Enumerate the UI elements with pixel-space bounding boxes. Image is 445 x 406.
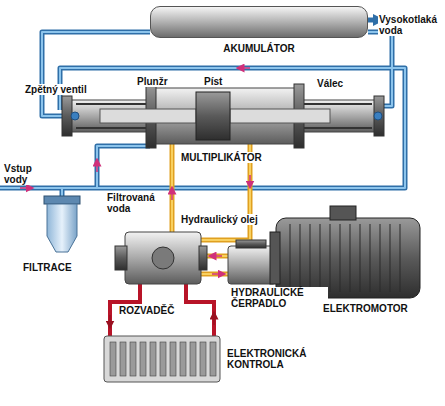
control-wire-part — [109, 315, 111, 325]
hydraulic-pump — [228, 240, 276, 284]
electric-motor-part — [360, 224, 361, 292]
multiplier-part — [304, 127, 372, 129]
part-label: ELEKTROMOTOR — [322, 303, 409, 314]
oil-pipe-part — [249, 175, 251, 185]
tank-body — [150, 6, 368, 38]
part-label: Plunžr — [136, 76, 169, 87]
multiplier-part — [374, 112, 382, 120]
electronic-control-part — [160, 342, 166, 376]
electronic-control — [104, 336, 220, 382]
multiplier-part — [71, 112, 79, 120]
water-pipe-part — [97, 146, 150, 188]
oil-pipe-part — [171, 190, 173, 200]
multiplier-part — [196, 92, 230, 140]
water-pipe-part — [20, 187, 30, 189]
part-label: Hydraulický olej — [180, 214, 259, 225]
multiplier-part — [76, 127, 146, 129]
water-pipe-part — [0, 68, 405, 188]
directional-valve-part — [125, 232, 201, 284]
oil-pipe-part — [170, 144, 175, 232]
part-label: Zpětný ventil — [24, 84, 88, 95]
electric-motor-part — [370, 224, 371, 292]
water-pipe-part — [96, 162, 98, 172]
electric-motor-part — [320, 224, 321, 292]
control-wire-part — [186, 284, 214, 336]
electronic-control-part — [150, 342, 156, 376]
electronic-control-part — [120, 342, 126, 376]
electronic-control-part — [130, 342, 136, 376]
accumulator-tank: AKUMULÁTOR — [150, 6, 368, 56]
electric-motor-part — [276, 218, 420, 298]
oil-pipe-part — [212, 273, 222, 275]
electronic-control-part — [110, 342, 216, 376]
electric-motor-part — [380, 224, 381, 292]
water-pipe — [0, 20, 405, 198]
component-label: AKUMULÁTOR — [221, 43, 296, 55]
control-wire-part — [213, 315, 215, 325]
electronic-control-part — [140, 342, 146, 376]
water-pipe-part — [0, 20, 405, 198]
water-pipe-part — [240, 67, 250, 69]
directional-valve-part — [115, 246, 127, 270]
part-label: Válec — [316, 78, 344, 89]
part-label: MULTIPLIKÁTOR — [180, 152, 263, 163]
electric-motor-part — [330, 224, 331, 292]
electronic-control-part — [110, 342, 116, 376]
oil-pipe-part — [171, 144, 173, 232]
electronic-control-part — [170, 342, 176, 376]
part-label: HYDRAULICKÉ ČERPADLO — [230, 287, 328, 309]
electric-motor-part — [390, 224, 391, 292]
part-label: Vysokotlaká voda — [378, 14, 442, 36]
water-pipe-part — [97, 146, 150, 188]
filter — [44, 196, 80, 252]
oil-pipe-part — [200, 272, 230, 277]
part-label: ELEKTRONICKÁ KONTROLA — [226, 348, 320, 370]
water-pipe-part — [42, 32, 150, 116]
filter-part — [47, 204, 77, 252]
hydraulic-pump-part — [228, 246, 276, 284]
directional-valve — [115, 232, 207, 284]
electric-motor-part — [330, 206, 356, 220]
electronic-control-part — [210, 342, 216, 376]
electric-motor-part — [400, 224, 401, 292]
electronic-control-part — [200, 342, 206, 376]
directional-valve-part — [152, 247, 174, 269]
multiplier-part — [230, 109, 330, 123]
part-label: ROZVADĚČ — [118, 305, 175, 316]
directional-valve-part — [199, 246, 207, 270]
electric-motor-part — [290, 224, 291, 292]
water-pipe-part — [368, 18, 378, 23]
electric-motor-part — [310, 224, 311, 292]
filter-part — [44, 196, 80, 204]
multiplier-part — [304, 103, 372, 105]
multiplier-part — [76, 103, 146, 105]
electronic-control-part — [180, 342, 186, 376]
electronic-control-part — [190, 342, 196, 376]
electronic-control-part — [104, 336, 220, 382]
part-label: Vstup vody — [3, 163, 41, 185]
electric-motor-part — [340, 224, 341, 292]
water-pipe-part — [0, 68, 405, 188]
electric-motor — [270, 206, 420, 298]
water-pipe-part — [0, 32, 405, 198]
multiplier — [62, 84, 384, 148]
control-wire — [110, 284, 214, 336]
part-label: Filtrovaná voda — [106, 192, 166, 214]
electric-motor-part — [300, 224, 301, 292]
oil-pipe-part — [200, 273, 230, 275]
oil-pipe-part — [212, 255, 222, 257]
multiplier-part — [100, 109, 196, 123]
part-label: FILTRACE — [22, 262, 73, 273]
multiplier-part — [374, 96, 384, 136]
electric-motor-part — [290, 224, 400, 292]
part-label: Píst — [203, 76, 223, 87]
hydraulic-pump-part — [236, 240, 266, 248]
electric-motor-part — [270, 232, 280, 284]
electric-motor-part — [350, 224, 351, 292]
